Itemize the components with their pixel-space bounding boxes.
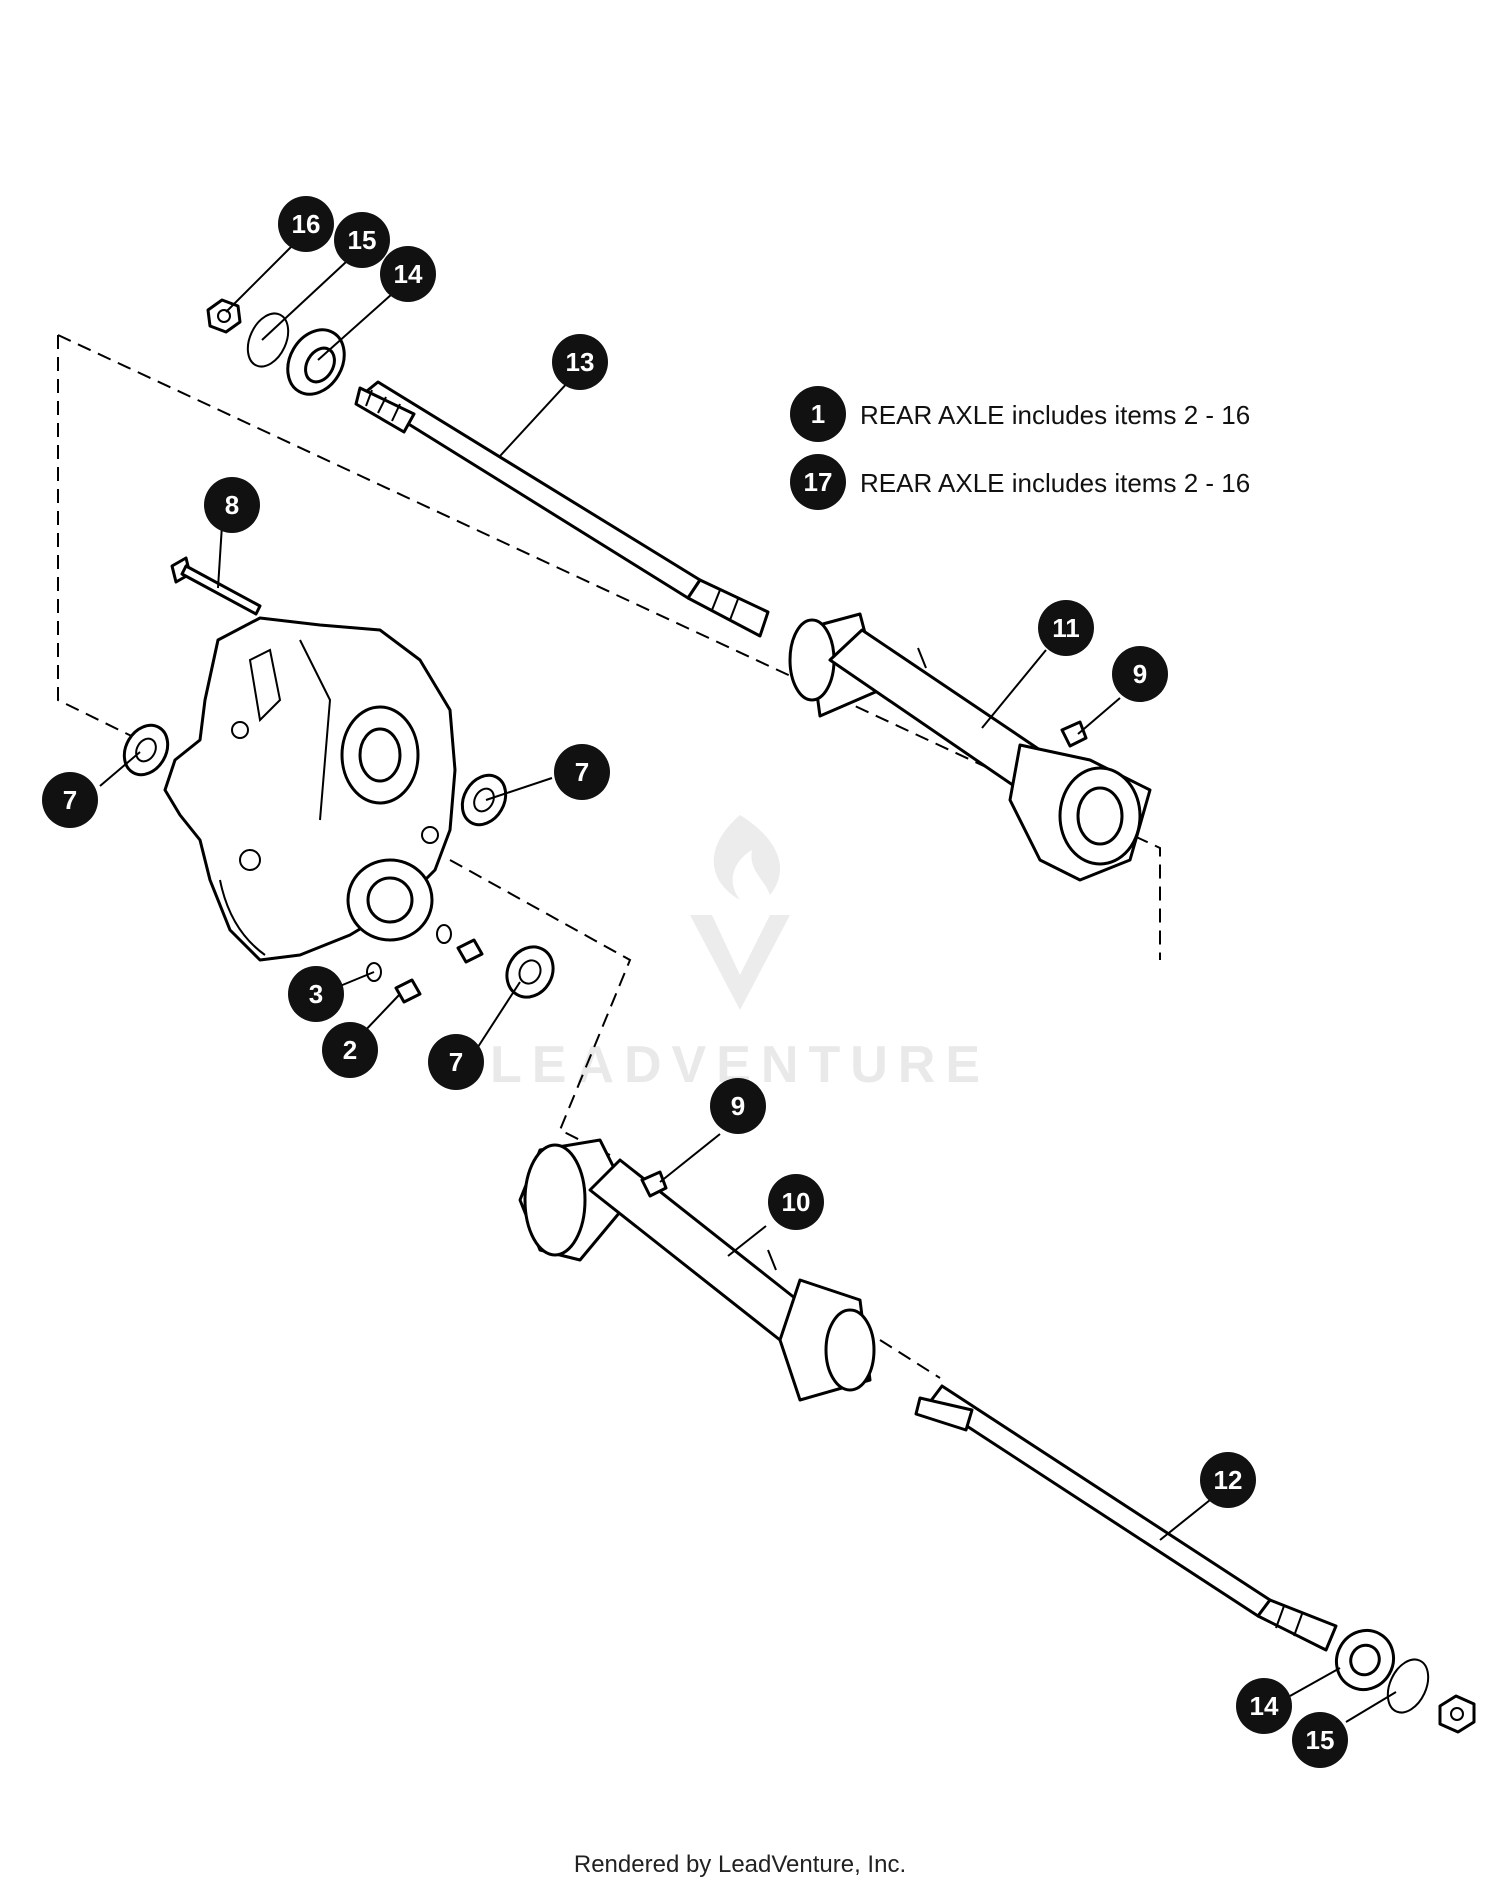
svg-text:10: 10 — [782, 1187, 811, 1217]
leadventure-logo-icon — [690, 815, 790, 1010]
callout-14-lower: 14 — [1236, 1678, 1292, 1734]
callout-14: 14 — [380, 246, 436, 302]
snap-ring-part — [246, 312, 290, 368]
upper-axle-tube-part — [788, 612, 1152, 882]
callout-7-right: 7 — [554, 744, 610, 800]
upper-bolt-part — [1060, 720, 1088, 748]
lower-axle-tube-part — [518, 1138, 876, 1402]
callout-7-lower: 7 — [428, 1034, 484, 1090]
seal-right-part — [460, 773, 508, 827]
lower-snap-ring-part — [1386, 1658, 1430, 1714]
callout-11: 11 — [1038, 600, 1094, 656]
callout-3: 3 — [288, 966, 344, 1022]
callout-12: 12 — [1200, 1452, 1256, 1508]
washer-part — [366, 924, 452, 982]
legend-callout-1: 1 — [790, 386, 846, 442]
svg-text:3: 3 — [309, 979, 323, 1009]
callout-8: 8 — [204, 477, 260, 533]
svg-text:1: 1 — [811, 399, 825, 429]
svg-text:15: 15 — [348, 225, 377, 255]
svg-text:16: 16 — [292, 209, 321, 239]
svg-text:13: 13 — [566, 347, 595, 377]
svg-text:8: 8 — [225, 490, 239, 520]
svg-text:11: 11 — [1052, 613, 1080, 643]
lower-nut-part — [1438, 1694, 1476, 1734]
small-bolt-part — [394, 938, 484, 1004]
svg-text:9: 9 — [1133, 659, 1147, 689]
svg-text:14: 14 — [394, 259, 423, 289]
callout-7-left: 7 — [42, 772, 98, 828]
lower-axle-shaft-part — [914, 1384, 1338, 1652]
svg-text:7: 7 — [575, 757, 589, 787]
svg-text:7: 7 — [449, 1047, 463, 1077]
seal-lower-part — [505, 945, 555, 999]
footer-credit: Rendered by LeadVenture, Inc. — [574, 1851, 906, 1878]
legend-callout-17: 17 — [790, 454, 846, 510]
callout-9-lower: 9 — [710, 1078, 766, 1134]
upper-axle-shaft-part — [354, 380, 770, 638]
callout-10: 10 — [768, 1174, 824, 1230]
callout-16: 16 — [278, 196, 334, 252]
long-bolt-part — [170, 556, 262, 616]
svg-text:15: 15 — [1306, 1725, 1335, 1755]
transmission-housing-part — [163, 616, 457, 962]
callout-13: 13 — [552, 334, 608, 390]
legend-text-1: REAR AXLE includes items 2 - 16 — [860, 400, 1250, 430]
svg-text:14: 14 — [1250, 1691, 1279, 1721]
lower-bolt-part — [640, 1170, 668, 1198]
legend: 1 REAR AXLE includes items 2 - 16 17 REA… — [790, 386, 1250, 510]
svg-text:17: 17 — [804, 467, 833, 497]
legend-text-17: REAR AXLE includes items 2 - 16 — [860, 468, 1250, 498]
callout-9-upper: 9 — [1112, 646, 1168, 702]
svg-text:7: 7 — [63, 785, 77, 815]
seal-left-part — [122, 723, 170, 777]
watermark: LEADVENTURE — [490, 815, 980, 1094]
nut-part — [206, 298, 242, 334]
assembly-dashed-lines — [57, 334, 1161, 1379]
callout-15-lower: 15 — [1292, 1712, 1348, 1768]
leader-lines — [99, 243, 1397, 1723]
callout-2: 2 — [322, 1022, 378, 1078]
callout-15: 15 — [334, 212, 390, 268]
lower-bearing-part — [1334, 1628, 1396, 1692]
svg-text:12: 12 — [1214, 1465, 1243, 1495]
svg-text:9: 9 — [731, 1091, 745, 1121]
svg-text:2: 2 — [343, 1035, 357, 1065]
